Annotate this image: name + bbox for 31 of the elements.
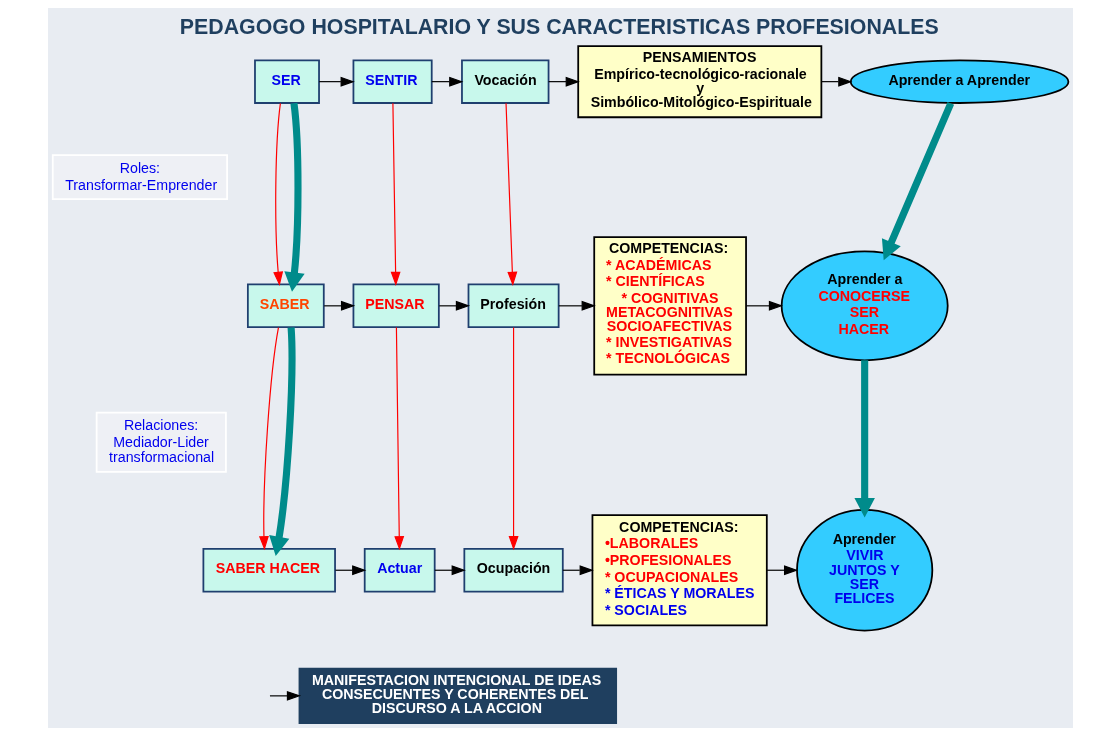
node-ellipse: Aprender VIVIR JUNTOS Y SER FELICES bbox=[795, 509, 933, 632]
node-box: PENSAMIENTOS Empírico-tecnológico-racionale y Simbólico-Mitológico-Espirituale bbox=[576, 45, 822, 119]
node-box: Vocación bbox=[460, 59, 549, 104]
arrow bbox=[268, 690, 301, 701]
arrow bbox=[557, 300, 596, 311]
node-box: Profesión bbox=[467, 283, 560, 329]
arrow bbox=[258, 327, 279, 551]
arrow bbox=[881, 101, 954, 261]
node-box: SENTIR bbox=[352, 59, 433, 104]
arrow bbox=[318, 76, 355, 87]
arrow bbox=[393, 327, 404, 551]
node-box: Ocupación bbox=[462, 548, 564, 593]
node-box: MANIFESTACION INTENCIONAL DE IDEAS CONSECUENTES Y COHERENTES DEL DISCURSO A LA ACCION bbox=[298, 667, 617, 725]
node-ellipse: Aprender a CONOCERSE SER HACER bbox=[780, 250, 949, 362]
arrow bbox=[508, 327, 519, 551]
node-box: COMPETENCIAS: •LABORALES •PROFESIONALES * OCUPACIONALES * ÉTICAS Y MORALES * SOCIALES bbox=[591, 514, 768, 627]
node-box: Actuar bbox=[363, 548, 436, 593]
diagram-title: PEDAGOGO HOSPITALARIO Y SUS CARACTERISTICAS PROFESIONALES bbox=[179, 14, 939, 39]
arrow bbox=[745, 300, 783, 311]
arrow bbox=[272, 102, 283, 286]
arrow bbox=[268, 327, 295, 557]
node-box: SER bbox=[253, 59, 320, 104]
node-ellipse: Aprender a Aprender bbox=[849, 59, 1069, 104]
arrow bbox=[283, 102, 305, 292]
node-box: SABER HACER bbox=[202, 548, 336, 593]
arrow bbox=[853, 360, 875, 518]
node-box: COMPETENCIAS: * ACADÉMICAS * CIENTÍFICAS * COGNITIVAS METACOGNITIVAS SOCIOAFECTIVAS * INVESTIGATIVAS * TECNOLÓGICAS bbox=[592, 236, 747, 376]
node-box: PENSAR bbox=[352, 283, 440, 329]
node-box: SABER bbox=[246, 283, 325, 329]
arrow bbox=[390, 102, 401, 287]
arrow bbox=[504, 102, 517, 286]
